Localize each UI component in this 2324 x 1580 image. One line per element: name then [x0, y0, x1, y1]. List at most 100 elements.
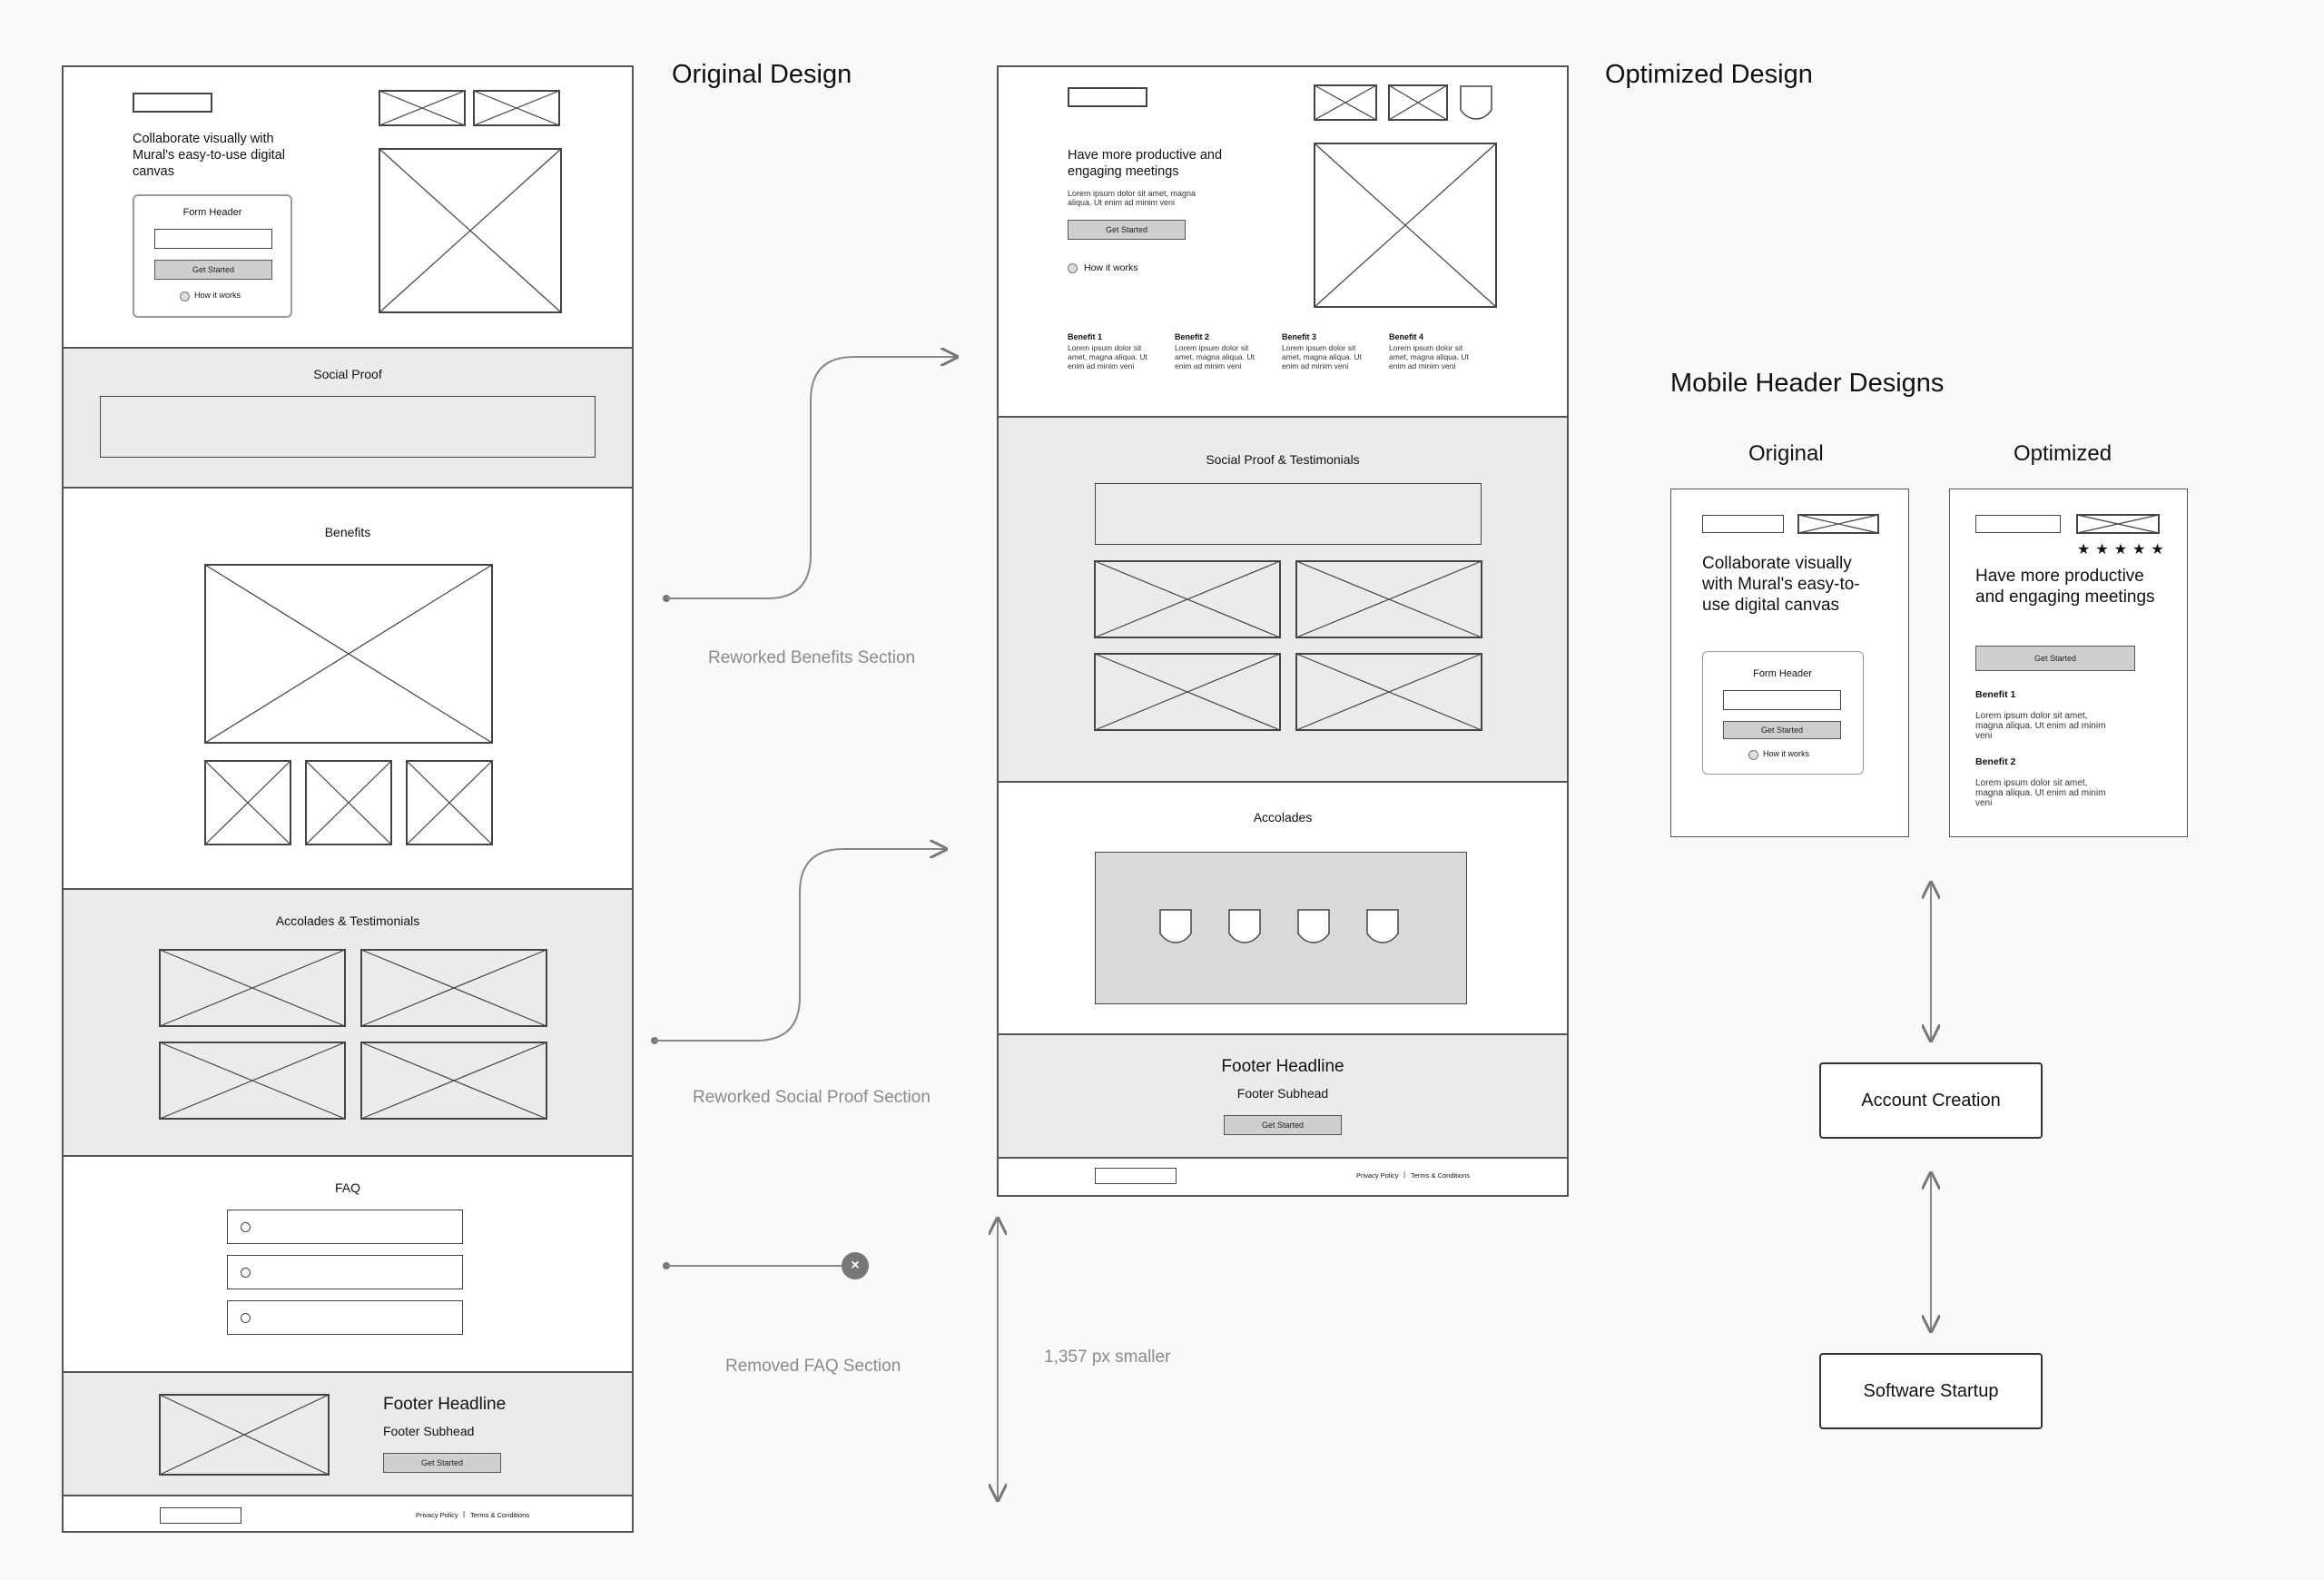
hero-headline: Collaborate visually with Mural's easy-t…	[133, 132, 285, 179]
mobile-optimized-frame: ★★★★★ Have more productive and engaging …	[1949, 489, 2188, 837]
remove-icon: ×	[842, 1252, 869, 1279]
testimonial-placeholder	[1296, 654, 1482, 730]
footer-headline: Footer Headline	[383, 1395, 507, 1414]
hero-image-placeholder	[379, 149, 561, 312]
benefits-heading: Benefits	[324, 525, 371, 539]
award-badge-icon	[1297, 909, 1330, 943]
benefits-image-placeholder	[205, 565, 492, 743]
nav-image-placeholder	[379, 91, 465, 125]
benefit-title: Benefit 1	[1068, 332, 1103, 341]
testimonial-placeholder	[1095, 561, 1280, 637]
testimonial-placeholder	[1095, 654, 1280, 730]
mobile-header-designs-title: Mobile Header Designs	[1670, 369, 1945, 398]
benefit-body: Lorem ipsum dolor sit amet, magna aliqua…	[1975, 711, 2106, 741]
how-it-works-icon	[1068, 263, 1078, 273]
software-startup-box: Software Startup	[1819, 1353, 2043, 1429]
social-proof-heading: Social Proof	[313, 367, 382, 381]
testimonial-placeholder	[361, 950, 547, 1026]
faq-toggle-icon	[241, 1268, 251, 1278]
faq-toggle-icon	[241, 1313, 251, 1323]
privacy-policy-link[interactable]: Privacy Policy	[416, 1511, 458, 1519]
mobile-original-frame: Collaborate visually with Mural's easy-t…	[1670, 489, 1909, 837]
logo-placeholder	[1702, 515, 1784, 533]
how-it-works-link[interactable]: How it works	[194, 291, 241, 300]
testimonial-placeholder	[160, 950, 345, 1026]
original-benefits-section: Benefits	[64, 489, 632, 890]
form-header: Form Header	[182, 207, 242, 218]
footer-subhead: Footer Subhead	[383, 1424, 475, 1438]
how-it-works-icon	[180, 291, 190, 301]
faq-item[interactable]	[227, 1300, 463, 1335]
mobile-headline: Collaborate visually with Mural's easy-t…	[1702, 554, 1860, 615]
how-it-works-link[interactable]: How it works	[1084, 262, 1138, 273]
accolades-panel	[1095, 852, 1467, 1004]
logo-placeholder	[1975, 515, 2061, 533]
mobile-original-title: Original	[1748, 441, 1824, 466]
footer-get-started-button[interactable]: Get Started	[383, 1453, 501, 1473]
testimonial-placeholder	[160, 1042, 345, 1119]
footer-image-placeholder	[160, 1395, 329, 1475]
email-field[interactable]	[154, 229, 272, 249]
benefit-body: Lorem ipsum dolor sit amet, magna aliqua…	[1975, 778, 2106, 808]
account-creation-box: Account Creation	[1819, 1062, 2043, 1139]
benefit-title: Benefit 2	[1975, 756, 2016, 767]
benefit-title: Benefit 3	[1282, 332, 1317, 341]
faq-item[interactable]	[227, 1255, 463, 1289]
benefit-title: Benefit 1	[1975, 689, 2016, 700]
signup-form: Form Header Get Started How it works	[1702, 651, 1864, 775]
removed-faq-label: Removed FAQ Section	[725, 1357, 901, 1376]
logo-strip-placeholder	[1095, 483, 1482, 545]
testimonial-placeholder	[1296, 561, 1482, 637]
benefit-image-placeholder	[205, 761, 290, 844]
reworked-benefits-label: Reworked Benefits Section	[708, 648, 916, 667]
footer-get-started-button[interactable]: Get Started	[1224, 1115, 1342, 1135]
privacy-policy-link[interactable]: Privacy Policy	[1356, 1171, 1399, 1180]
mobile-headline: Have more productive and engaging meetin…	[1975, 567, 2155, 607]
award-badge-icon	[1460, 85, 1492, 120]
benefit-body: Lorem ipsum dolor sit amet, magna aliqua…	[1282, 343, 1362, 370]
original-faq-section: FAQ	[64, 1157, 632, 1373]
testimonial-placeholder	[361, 1042, 547, 1119]
get-started-button[interactable]: Get Started	[154, 260, 272, 280]
terms-link[interactable]: Terms & Conditions	[1411, 1171, 1471, 1180]
get-started-button[interactable]: Get Started	[1975, 646, 2135, 671]
benefit-image-placeholder	[306, 761, 391, 844]
nav-image-placeholder	[1389, 85, 1447, 120]
nav-image-placeholder	[474, 91, 559, 125]
faq-item[interactable]	[227, 1210, 463, 1244]
footer-separator: |	[463, 1510, 466, 1518]
original-social-proof-section: Social Proof	[64, 349, 632, 489]
logo-placeholder	[1068, 87, 1147, 107]
original-design-title: Original Design	[672, 60, 852, 89]
benefit-title: Benefit 4	[1389, 332, 1424, 341]
hero-headline: Have more productive and engaging meetin…	[1068, 148, 1223, 179]
benefit-image-placeholder	[407, 761, 492, 844]
benefit-title: Benefit 2	[1175, 332, 1210, 341]
star-rating-icon: ★★★★★	[2077, 542, 2170, 558]
award-badge-icon	[1228, 909, 1261, 943]
original-accolades-section: Accolades & Testimonials	[64, 890, 632, 1157]
footer-subhead: Footer Subhead	[1236, 1086, 1329, 1101]
mobile-optimized-title: Optimized	[2014, 441, 2112, 466]
email-field[interactable]	[1723, 690, 1841, 710]
optimized-design-frame: Have more productive and engaging meetin…	[997, 65, 1569, 1197]
get-started-button[interactable]: Get Started	[1068, 220, 1186, 240]
hero-image-placeholder	[1315, 143, 1496, 307]
accolades-heading: Accolades	[1253, 810, 1313, 825]
optimized-design-title: Optimized Design	[1605, 60, 1813, 89]
signup-form: Form Header Get Started How it works	[133, 194, 292, 318]
original-design-frame: Collaborate visually with Mural's easy-t…	[62, 65, 634, 1533]
accolades-testimonials-heading: Accolades & Testimonials	[275, 913, 420, 928]
optimized-accolades-section: Accolades	[999, 783, 1567, 1035]
benefit-body: Lorem ipsum dolor sit amet, magna aliqua…	[1068, 343, 1147, 370]
terms-link[interactable]: Terms & Conditions	[470, 1511, 530, 1519]
footer-separator: |	[1403, 1170, 1406, 1179]
footer-logo-placeholder	[1095, 1168, 1177, 1184]
hero-body: Lorem ipsum dolor sit amet, magna aliqua…	[1068, 189, 1196, 207]
optimized-social-proof-section: Social Proof & Testimonials	[999, 418, 1567, 783]
form-header: Form Header	[1753, 668, 1812, 679]
logo-strip-placeholder	[100, 396, 596, 458]
how-it-works-link[interactable]: How it works	[1763, 749, 1810, 758]
social-proof-testimonials-heading: Social Proof & Testimonials	[1206, 452, 1360, 467]
get-started-button[interactable]: Get Started	[1723, 721, 1841, 739]
